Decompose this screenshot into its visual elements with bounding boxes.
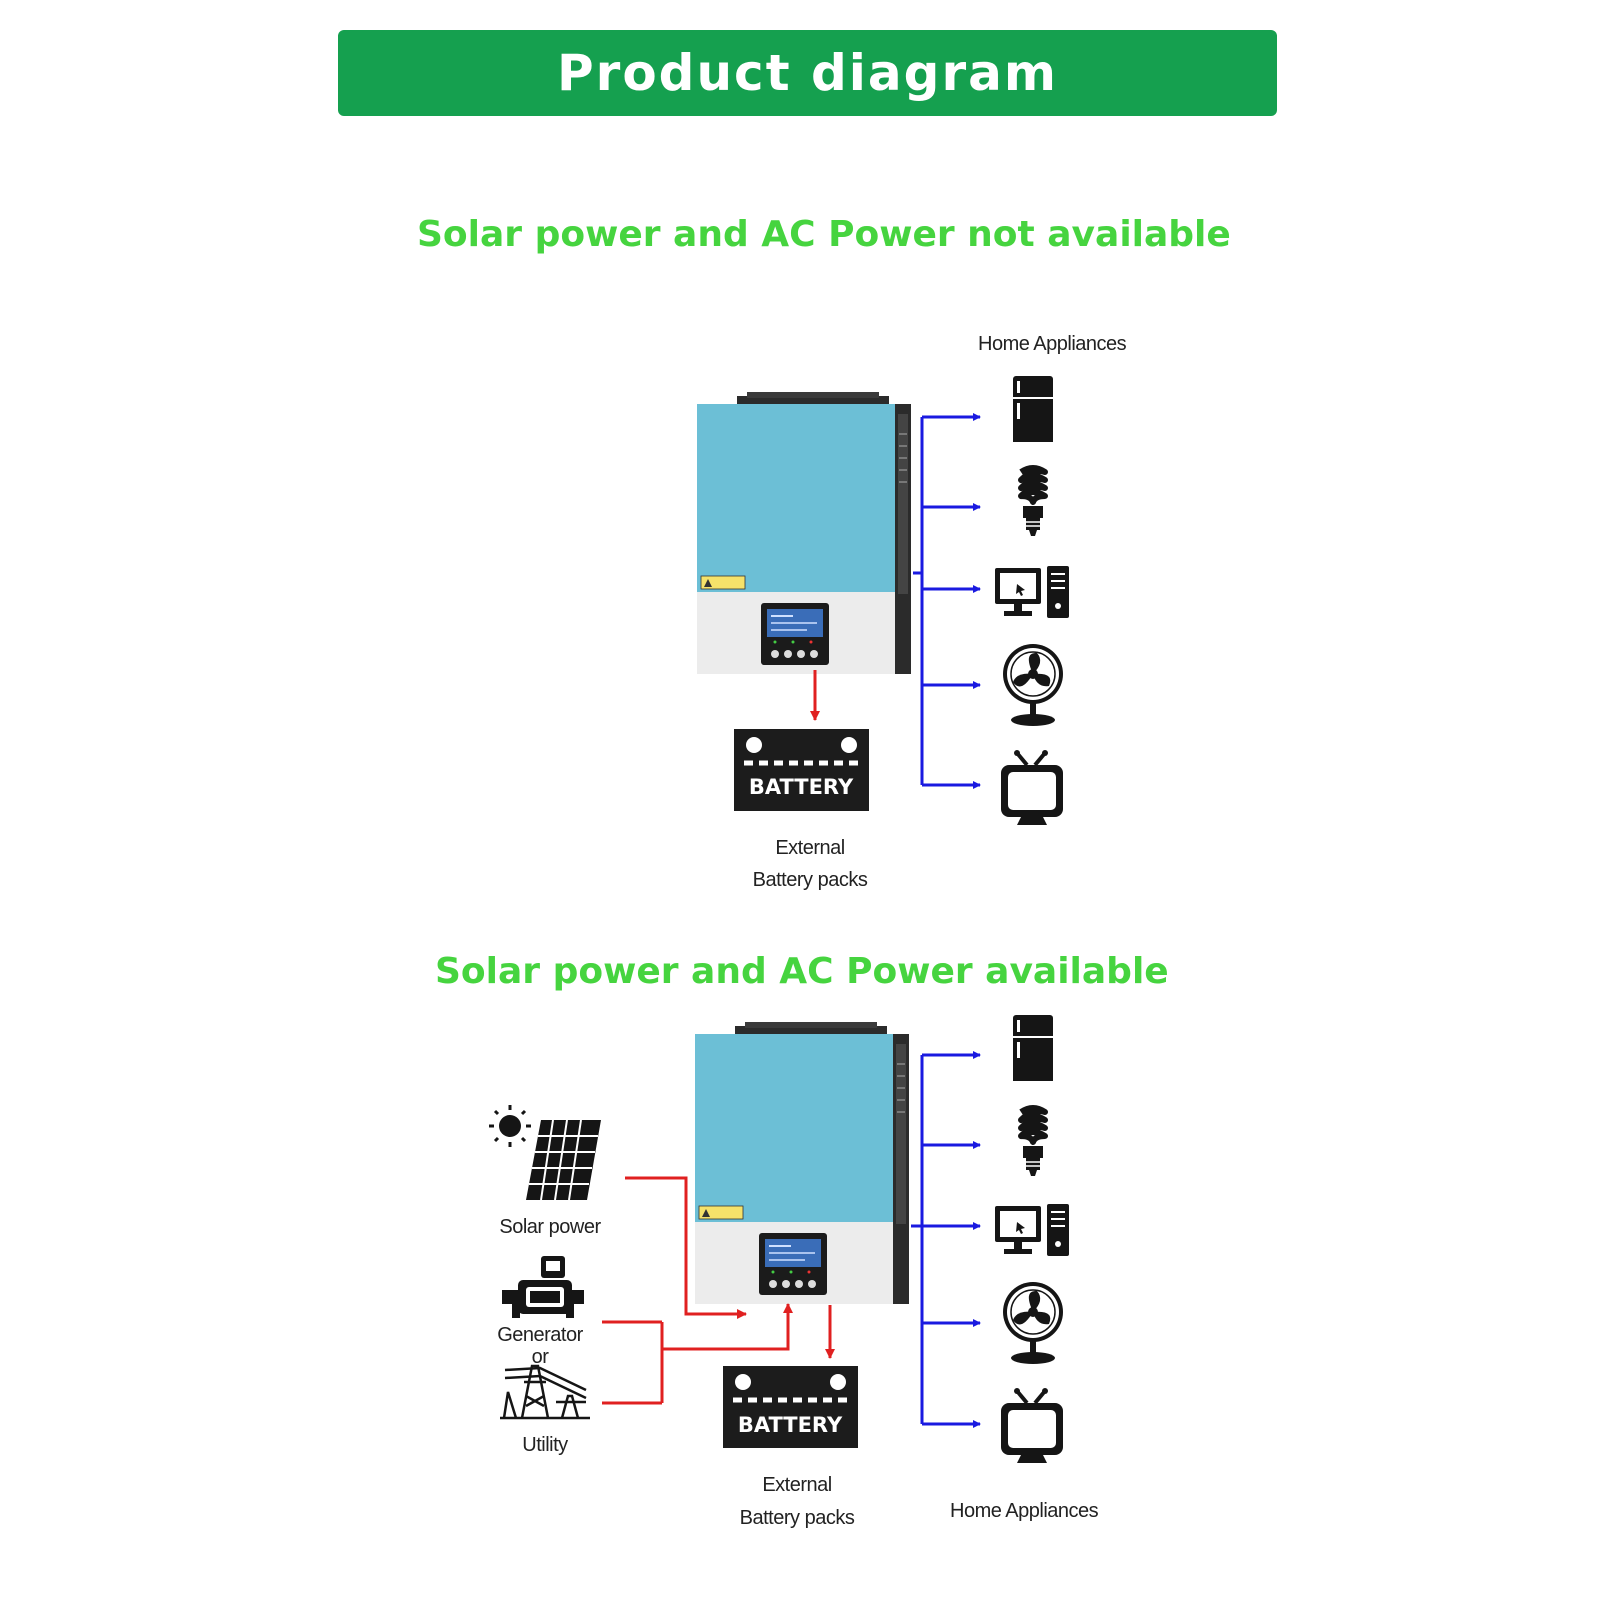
section2-battery: BATTERY — [723, 1366, 858, 1448]
computer-icon — [994, 1203, 1070, 1257]
solar-label: Solar power — [499, 1216, 601, 1238]
header-banner: Product diagram — [338, 30, 1277, 116]
solar-input-line — [625, 1176, 747, 1319]
section1-battery: BATTERY — [734, 729, 869, 811]
page-title: Product diagram — [557, 44, 1058, 102]
generator-icon — [502, 1256, 584, 1318]
refrigerator-icon — [1011, 1014, 1055, 1086]
fan-icon — [1002, 643, 1064, 727]
fan-icon — [1002, 1281, 1064, 1365]
bulb-icon — [1021, 468, 1045, 536]
section2-appliances-label: Home Appliances — [950, 1500, 1099, 1522]
tv-icon — [999, 748, 1065, 827]
section1-battery-label-line2: Battery packs — [752, 869, 868, 891]
computer-icon — [994, 565, 1070, 619]
utility-tower-icon — [500, 1364, 590, 1420]
section2-title: Solar power and AC Power available — [435, 951, 1169, 992]
refrigerator-icon — [1011, 375, 1055, 447]
section2-battery-label-line1: External — [762, 1474, 832, 1496]
section1-title: Solar power and AC Power not available — [417, 214, 1231, 255]
section1-inverter — [696, 391, 912, 675]
section1-appliances-label: Home Appliances — [978, 333, 1127, 355]
sun-icon — [489, 1105, 531, 1147]
section1-battery-text: BATTERY — [749, 775, 854, 799]
bulb-icon — [1021, 1108, 1045, 1176]
section2-battery-label-line2: Battery packs — [739, 1507, 855, 1529]
section1-battery-label-line1: External — [775, 837, 845, 859]
generator-label: Generator — [497, 1324, 583, 1346]
utility-label: Utility — [522, 1434, 568, 1456]
solar-panel-icon — [526, 1119, 601, 1201]
ac-input-line — [662, 1303, 793, 1351]
section2-inverter — [694, 1021, 910, 1305]
section2-battery-text: BATTERY — [738, 1413, 843, 1437]
or-label: or — [531, 1346, 549, 1368]
tv-icon — [999, 1386, 1065, 1465]
